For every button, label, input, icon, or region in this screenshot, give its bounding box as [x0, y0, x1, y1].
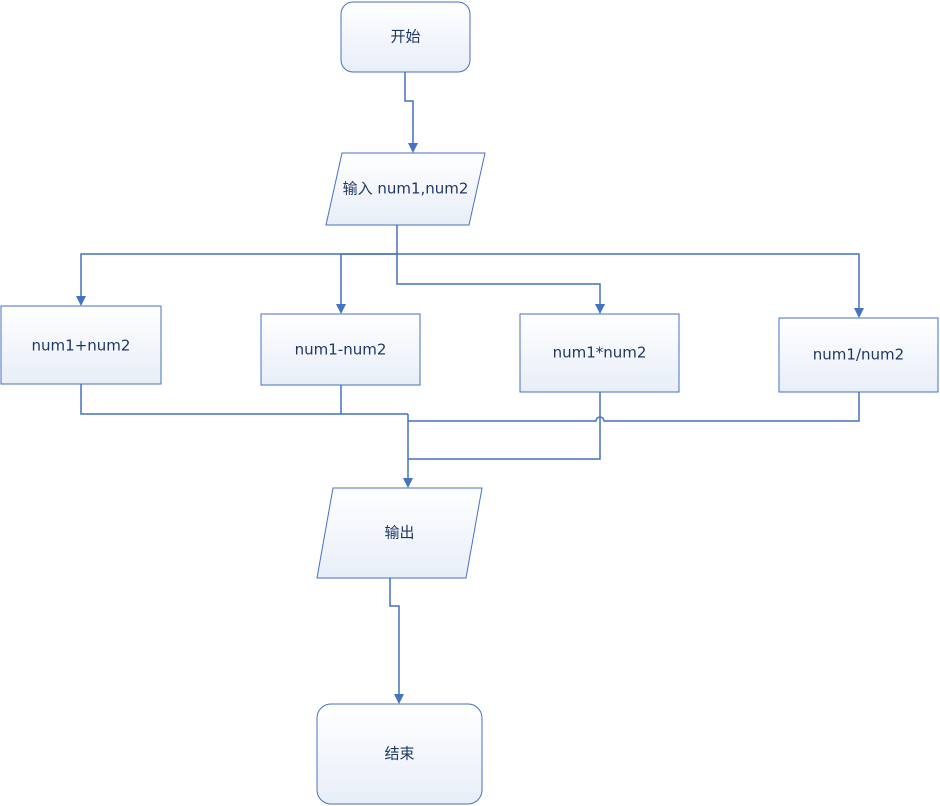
start-label: 开始 — [390, 28, 420, 46]
connector-input-mul — [396, 254, 601, 307]
input-label: 输入 num1,num2 — [343, 180, 469, 198]
connectors — [76, 72, 864, 704]
process-div-label: num1/num2 — [813, 346, 904, 364]
input-node: 输入 num1,num2 — [325, 152, 486, 226]
connector-input-add — [80, 253, 397, 299]
process-sub: num1-num2 — [260, 313, 421, 386]
arrowhead-end — [394, 694, 404, 704]
process-sub-label: num1-num2 — [295, 341, 387, 359]
arrowhead-sub — [336, 304, 346, 314]
arrowhead-input — [408, 143, 418, 153]
process-add-label: num1+num2 — [32, 337, 131, 355]
arrowhead-mul — [595, 304, 605, 314]
connector-add-output — [80, 384, 408, 415]
connector-input-sub — [340, 253, 397, 307]
arrowhead-div — [854, 308, 864, 318]
connector-input-div — [397, 253, 860, 311]
process-mul: num1*num2 — [519, 313, 680, 393]
connector-start-input — [404, 72, 414, 146]
output-node: 输出 — [316, 487, 483, 579]
arrowhead-add — [76, 296, 86, 306]
end-label: 结束 — [384, 745, 414, 763]
output-label: 输出 — [384, 524, 414, 542]
connector-div-output — [408, 392, 860, 422]
arrowhead-output — [403, 478, 413, 488]
end-node: 结束 — [316, 703, 483, 805]
process-div: num1/num2 — [778, 317, 939, 393]
start-node: 开始 — [340, 1, 471, 73]
connector-mul-output — [408, 392, 601, 460]
connector-output-end — [389, 578, 400, 697]
process-mul-label: num1*num2 — [553, 344, 647, 362]
process-add: num1+num2 — [0, 305, 162, 385]
